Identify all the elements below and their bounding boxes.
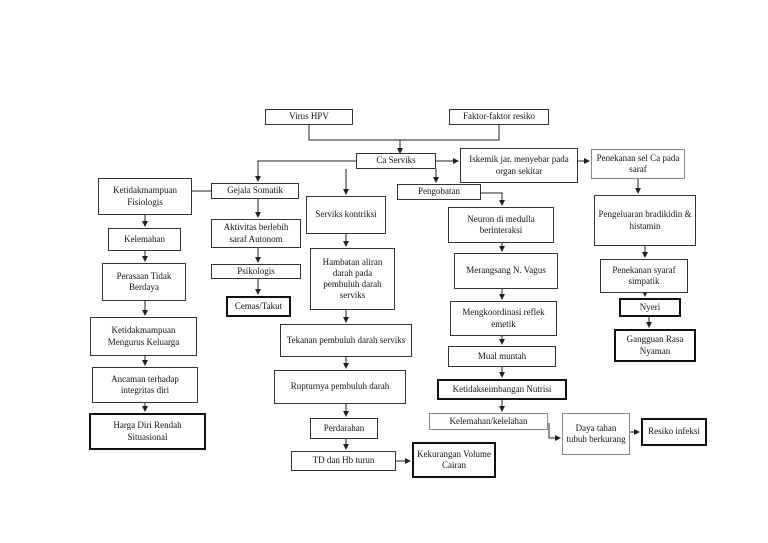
node-ancaman-integritas: Ancaman terhadap integritas diri — [92, 367, 198, 403]
node-perasaan-tidak-berdaya: Perasaan Tidak Berdaya — [102, 263, 186, 301]
node-ketidakmampuan-keluarga: Ketidakmampuan Mengurus Keluarga — [90, 317, 197, 356]
node-harga-diri-rendah: Harga Diri Rendah Situasional — [89, 413, 206, 450]
node-neuron-medulla: Neuron di medulla berinteraksi — [448, 207, 554, 243]
node-serviks-kontriksi: Serviks kontriksi — [306, 196, 386, 234]
node-hambatan-aliran-darah: Hambatan aliran darah pada pembuluh dara… — [310, 248, 395, 310]
node-kelemahan-kelelahan: Kelemahan/kelelahan — [429, 413, 548, 430]
node-pengeluaran-bradikidin: Pengeluaran bradikidin & histamin — [594, 195, 696, 246]
node-faktor-resiko: Faktor-faktor resiko — [449, 109, 549, 125]
node-iskemik: Iskemik jar. menyebar pada organ sekitar — [460, 148, 578, 183]
node-merangsang-vagus: Merangsang N. Vagus — [454, 253, 558, 289]
node-mual-muntah: Mual muntah — [448, 346, 556, 367]
node-td-hb-turun: TD dan Hb turun — [291, 451, 396, 471]
node-cemas-takut: Cemas/Takut — [226, 296, 291, 317]
node-gangguan-rasa-nyaman: Gangguan Rasa Nyaman — [614, 329, 696, 362]
node-ca-serviks: Ca Serviks — [356, 153, 436, 169]
node-tekanan-pembuluh-darah: Tekanan pembuluh darah serviks — [280, 324, 412, 357]
node-mengkoordinasi-reflek: Mengkoordinasi reflek emetik — [450, 301, 557, 336]
node-pengobatan: Pengobatan — [397, 184, 481, 200]
node-penekanan-sel-ca: Penekanan sel Ca pada saraf — [591, 149, 685, 179]
node-nyeri: Nyeri — [619, 298, 681, 317]
node-psikologis: Psikologis — [211, 264, 301, 279]
node-virus-hpv: Virus HPV — [265, 109, 353, 125]
node-ruptur-pembuluh-darah: Rupturnya pembuluh darah — [274, 370, 406, 404]
node-daya-tahan-tubuh: Daya tahan tubuh berkurang — [562, 413, 630, 455]
node-penekanan-simpatik: Penekanan syaraf simpatik — [600, 259, 688, 293]
node-ketidakseimbangan-nutrisi: Ketidakseimbangan Nutrisi — [437, 379, 567, 400]
node-aktivitas-saraf-autonom: Aktivitas berlebih saraf Autonom — [211, 219, 301, 248]
node-gejala-somatik: Gejala Somatik — [211, 183, 299, 199]
node-kelemahan: Kelemahan — [108, 228, 181, 251]
node-perdarahan: Perdarahan — [310, 418, 378, 439]
node-resiko-infeksi: Resiko infeksi — [641, 418, 707, 446]
node-ketidakmampuan-fisiologis: Ketidakmampuan Fisiologis — [98, 178, 192, 215]
node-kekurangan-volume-cairan: Kekurangan Volume Cairan — [412, 442, 496, 478]
